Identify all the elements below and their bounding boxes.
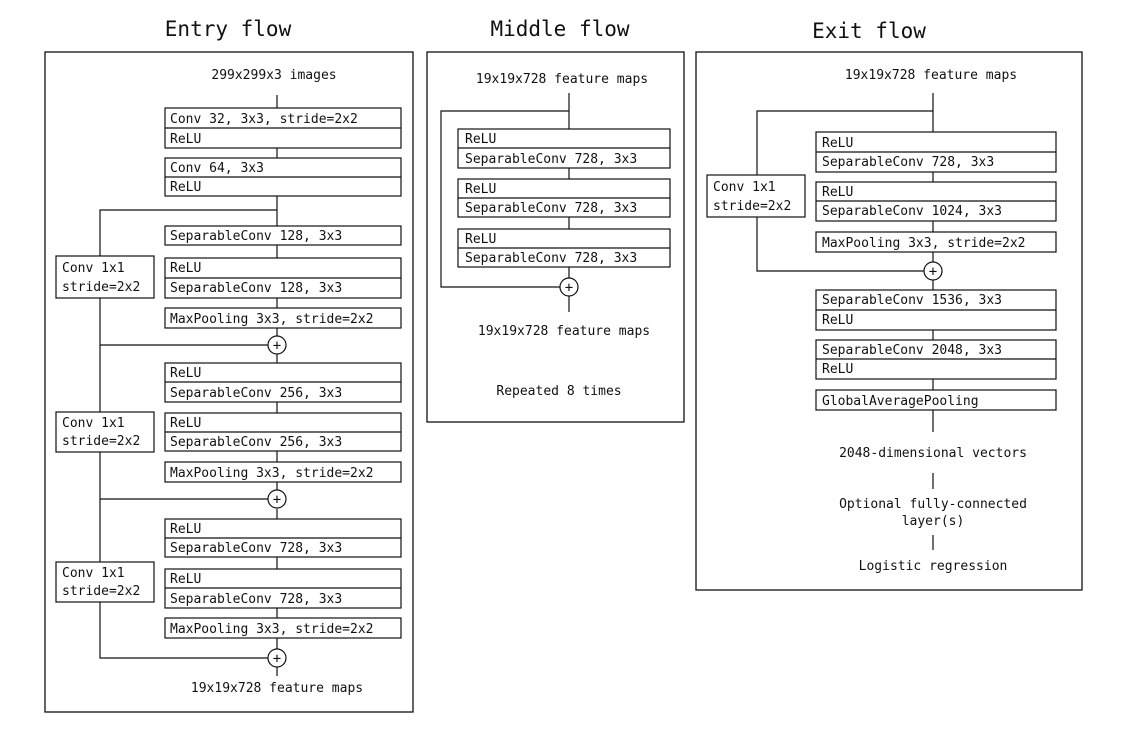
sep728-label: SeparableConv 728, 3x3	[465, 152, 637, 167]
exit-block-sep1024: ReLU SeparableConv 1024, 3x3	[815, 181, 1057, 222]
skip-stride-label: stride=2x2	[62, 280, 140, 295]
sep728-label: SeparableConv 728, 3x3	[465, 201, 637, 216]
skip-conv-label: Conv 1x1	[713, 180, 776, 195]
sep256-label: SeparableConv 256, 3x3	[170, 386, 342, 401]
sep128-label: SeparableConv 128, 3x3	[170, 281, 342, 296]
exit-block-gap: GlobalAveragePooling	[815, 389, 1057, 411]
exit-skip-path	[756, 110, 933, 272]
relu-label: ReLU	[170, 522, 201, 537]
entry-output-label: 19x19x728 feature maps	[191, 681, 363, 696]
fc-label-line2: layer(s)	[902, 514, 965, 529]
sep728-label: SeparableConv 728, 3x3	[465, 251, 637, 266]
middle-flow-title: Middle flow	[490, 17, 629, 41]
relu-label: ReLU	[170, 180, 201, 195]
exit-block-pool: MaxPooling 3x3, stride=2x2	[815, 231, 1057, 253]
entry-flow-panel: 299x299x3 images Conv 32, 3x3, stride=2x…	[44, 51, 414, 713]
entry-block-sep256b: ReLU SeparableConv 256, 3x3	[164, 412, 402, 452]
exit-block-sep1536: SeparableConv 1536, 3x3 ReLU	[815, 289, 1057, 331]
skip-conv-label: Conv 1x1	[62, 566, 125, 581]
middle-skip-path	[440, 110, 569, 288]
entry-block-conv64: Conv 64, 3x3 ReLU	[164, 157, 402, 197]
entry-block-sep128b: ReLU SeparableConv 128, 3x3	[164, 257, 402, 299]
middle-sum-node: +	[559, 277, 579, 297]
exit-skip-conv: Conv 1x1 stride=2x2	[706, 174, 806, 218]
exit-input-label: 19x19x728 feature maps	[845, 68, 1017, 83]
entry-flow-title: Entry flow	[165, 17, 292, 41]
middle-flow-panel: 19x19x728 feature maps ReLU SeparableCon…	[426, 51, 685, 423]
entry-input-label: 299x299x3 images	[211, 68, 336, 83]
middle-input-label: 19x19x728 feature maps	[476, 72, 648, 87]
plus-icon: +	[273, 338, 281, 354]
skip-stride-label: stride=2x2	[62, 584, 140, 599]
maxpool-label: MaxPooling 3x3, stride=2x2	[170, 466, 374, 481]
exit-sum-node: +	[923, 261, 943, 281]
exit-flow-frame	[695, 51, 1083, 591]
entry-block-sep128a: SeparableConv 128, 3x3	[164, 225, 402, 246]
relu-label: ReLU	[822, 313, 853, 328]
relu-label: ReLU	[465, 232, 496, 247]
entry-block-pool2: MaxPooling 3x3, stride=2x2	[164, 461, 402, 483]
entry-block-sep728b: ReLU SeparableConv 728, 3x3	[164, 568, 402, 609]
entry-sum-node-3: +	[267, 648, 287, 668]
entry-sum-node-1: +	[267, 335, 287, 355]
conv64-label: Conv 64, 3x3	[170, 161, 264, 176]
middle-block-3: ReLU SeparableConv 728, 3x3	[457, 228, 671, 268]
sep256-label: SeparableConv 256, 3x3	[170, 435, 342, 450]
skip-stride-label: stride=2x2	[62, 434, 140, 449]
repeat-note: Repeated 8 times	[496, 384, 621, 399]
entry-block-sep256a: ReLU SeparableConv 256, 3x3	[164, 362, 402, 403]
entry-block-sep728a: ReLU SeparableConv 728, 3x3	[164, 518, 402, 558]
entry-skip-conv-1: Conv 1x1 stride=2x2	[55, 255, 155, 299]
sep2048-label: SeparableConv 2048, 3x3	[822, 343, 1002, 358]
entry-flow-frame	[44, 51, 414, 713]
sep728-label: SeparableConv 728, 3x3	[822, 155, 994, 170]
relu-label: ReLU	[822, 136, 853, 151]
relu-label: ReLU	[822, 362, 853, 377]
relu-label: ReLU	[170, 261, 201, 276]
middle-flow-frame	[426, 51, 685, 423]
relu-label: ReLU	[170, 572, 201, 587]
maxpool-label: MaxPooling 3x3, stride=2x2	[170, 622, 374, 637]
sep728-label: SeparableConv 728, 3x3	[170, 541, 342, 556]
fc-label-line1: Optional fully-connected	[839, 497, 1027, 512]
maxpool-label: MaxPooling 3x3, stride=2x2	[822, 236, 1026, 251]
sep128-label: SeparableConv 128, 3x3	[170, 229, 342, 244]
plus-icon: +	[273, 651, 281, 667]
exit-block-sep2048: SeparableConv 2048, 3x3 ReLU	[815, 339, 1057, 380]
exit-block-sep728: ReLU SeparableConv 728, 3x3	[815, 131, 1057, 173]
skip-conv-label: Conv 1x1	[62, 416, 125, 431]
plus-icon: +	[929, 264, 937, 280]
global-average-pooling-label: GlobalAveragePooling	[822, 394, 979, 409]
plus-icon: +	[565, 280, 573, 296]
sep1024-label: SeparableConv 1024, 3x3	[822, 204, 1002, 219]
sep1536-label: SeparableConv 1536, 3x3	[822, 293, 1002, 308]
entry-block-conv32: Conv 32, 3x3, stride=2x2 ReLU	[164, 107, 402, 149]
exit-flow-title: Exit flow	[812, 19, 926, 43]
logistic-regression-label: Logistic regression	[859, 559, 1008, 574]
skip-conv-label: Conv 1x1	[62, 261, 125, 276]
entry-skip-conv-2: Conv 1x1 stride=2x2	[55, 411, 155, 453]
plus-icon: +	[273, 492, 281, 508]
relu-label: ReLU	[465, 182, 496, 197]
relu-label: ReLU	[170, 366, 201, 381]
conv32-label: Conv 32, 3x3, stride=2x2	[170, 112, 358, 127]
sep728-label: SeparableConv 728, 3x3	[170, 592, 342, 607]
entry-block-pool1: MaxPooling 3x3, stride=2x2	[164, 307, 402, 329]
relu-label: ReLU	[822, 185, 853, 200]
entry-skip-conv-3: Conv 1x1 stride=2x2	[55, 561, 155, 603]
vectors-label: 2048-dimensional vectors	[839, 446, 1027, 461]
relu-label: ReLU	[170, 416, 201, 431]
middle-block-1: ReLU SeparableConv 728, 3x3	[457, 128, 671, 169]
relu-label: ReLU	[170, 132, 201, 147]
entry-block-pool3: MaxPooling 3x3, stride=2x2	[164, 617, 402, 639]
skip-stride-label: stride=2x2	[713, 199, 791, 214]
maxpool-label: MaxPooling 3x3, stride=2x2	[170, 312, 374, 327]
middle-block-2: ReLU SeparableConv 728, 3x3	[457, 178, 671, 218]
middle-output-label: 19x19x728 feature maps	[478, 324, 650, 339]
entry-sum-node-2: +	[267, 489, 287, 509]
exit-flow-panel: 19x19x728 feature maps ReLU SeparableCon…	[695, 51, 1083, 591]
relu-label: ReLU	[465, 132, 496, 147]
entry-skip-path-3	[99, 499, 268, 659]
